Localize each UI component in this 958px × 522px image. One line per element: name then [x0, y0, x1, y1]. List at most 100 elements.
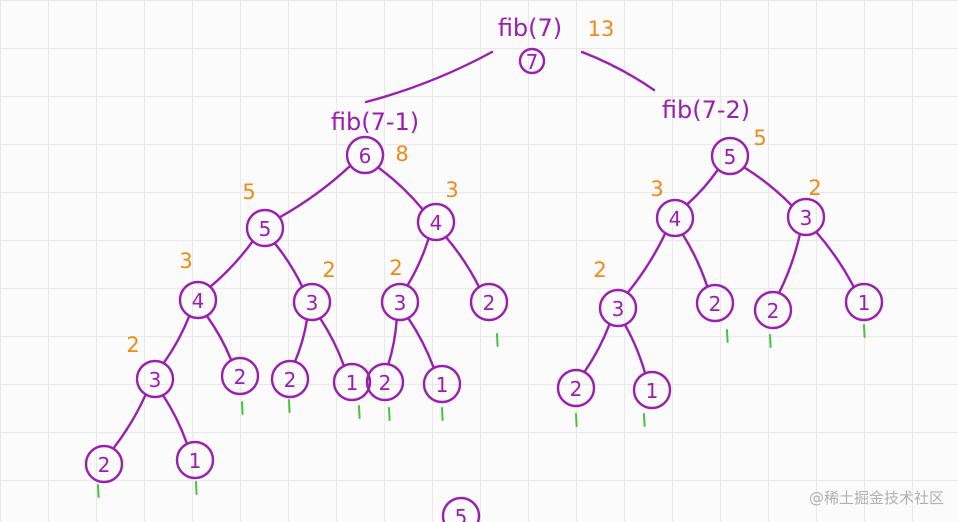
note-R3b: 2: [808, 176, 821, 200]
tree-edges: [112, 50, 856, 450]
node-circle: [556, 368, 596, 408]
tick-R2c: 1: [769, 334, 772, 348]
node-value: 2: [709, 292, 722, 316]
node-circle: [632, 370, 672, 410]
edge-L3a-L2a: [112, 393, 147, 450]
edge-L6-L4b: [376, 166, 425, 211]
tick-R1a: 1: [643, 413, 646, 427]
node-circle: [598, 288, 638, 328]
node-circle: [710, 136, 750, 176]
edge-R4-R3a: [626, 232, 667, 294]
node-value: 5: [259, 217, 272, 241]
node-circle: [695, 283, 735, 323]
node-circle: [416, 202, 456, 242]
node-L2d: 2: [365, 362, 405, 402]
node-bottom5: 5: [441, 496, 481, 522]
edge-L5-L4a: [209, 239, 254, 289]
edge-L4b-L2e: [444, 235, 481, 289]
node-circle: [844, 282, 884, 322]
leaf-tick-mark: [726, 329, 729, 343]
note-L4a: 3: [179, 249, 192, 273]
node-L2a: 2: [84, 444, 124, 484]
edge-R5-R3b: [742, 166, 794, 207]
tick-R2a: 1: [575, 413, 578, 427]
edge-root-call-left-call: [364, 50, 494, 104]
node-R3b: 3: [786, 197, 826, 237]
node-L3b: 3: [292, 282, 332, 322]
edge-L3b-L2c: [293, 318, 309, 363]
node-R2c: 2: [753, 290, 793, 330]
node-L4a: 4: [178, 280, 218, 320]
tick-L2b: 1: [241, 401, 244, 415]
node-L3a: 3: [135, 359, 175, 399]
node-circle: [292, 282, 332, 322]
node-value: 1: [189, 449, 202, 473]
node-n7: 7: [518, 47, 546, 75]
node-value: 3: [306, 291, 319, 315]
tick-L2c: 1: [288, 399, 291, 413]
node-value: 1: [858, 291, 871, 315]
leaf-tick-mark: [643, 413, 646, 427]
node-value: 3: [394, 291, 407, 315]
node-value: 6: [359, 144, 372, 168]
note-L3c: 2: [389, 256, 402, 280]
node-value: 1: [646, 379, 659, 403]
node-value: 2: [284, 368, 297, 392]
node-L3c: 3: [380, 282, 420, 322]
call-label-right-call: fib(7-2): [662, 96, 750, 124]
node-circle: [655, 198, 695, 238]
tick-L2e: 1: [496, 333, 499, 347]
edge-L4a-L3a: [162, 314, 191, 365]
node-R3a: 3: [598, 288, 638, 328]
tick-R1b: 1: [863, 324, 866, 338]
node-circle: [332, 362, 372, 402]
edge-root-call-right-call: [580, 50, 656, 92]
tick-L2d: 1: [388, 407, 391, 421]
note-L3b: 2: [322, 258, 335, 282]
note-L6: 8: [395, 142, 408, 166]
node-value: 5: [455, 505, 468, 522]
node-circle: [245, 208, 285, 248]
edge-L3a-L1a: [161, 393, 189, 446]
edge-R3b-R1b: [814, 230, 856, 289]
note-R4: 3: [650, 177, 663, 201]
node-circle: [345, 135, 385, 175]
node-L2e: 2: [469, 282, 509, 322]
node-value: 2: [234, 365, 247, 389]
leaf-tick-mark: [388, 407, 391, 421]
node-circle: [753, 290, 793, 330]
note-L3a: 2: [126, 333, 139, 357]
node-circle: [175, 440, 215, 480]
edge-R3a-R2a: [583, 322, 611, 374]
node-L2c: 2: [270, 359, 310, 399]
node-circle: [786, 197, 826, 237]
node-circle: [441, 496, 481, 522]
edge-L4a-L2b: [205, 314, 233, 362]
node-value: 2: [570, 377, 583, 401]
node-circle: [135, 359, 175, 399]
edge-L3c-L1c: [407, 316, 435, 370]
node-circle: [469, 282, 509, 322]
node-L4b: 4: [416, 202, 456, 242]
edge-R5-R4: [685, 168, 720, 206]
note-R3a: 2: [593, 258, 606, 282]
node-L1c: 1: [422, 364, 462, 404]
node-L1a: 1: [175, 440, 215, 480]
leaf-tick-mark: [97, 484, 100, 498]
node-circle: [422, 364, 462, 404]
leaf-tick-mark: [288, 399, 291, 413]
leaf-tick-mark: [195, 481, 198, 495]
edge-L3b-L1b: [318, 316, 346, 368]
node-R2b: 2: [695, 283, 735, 323]
node-value: 4: [430, 211, 443, 235]
tick-R2b: 1: [726, 329, 729, 343]
node-R2a: 2: [556, 368, 596, 408]
leaf-tick-mark: [358, 405, 361, 419]
node-value: 7: [526, 50, 539, 74]
node-L1b: 1: [332, 362, 372, 402]
node-value: 3: [612, 297, 625, 321]
leaf-tick-mark: [575, 413, 578, 427]
edge-R3a-R1a: [623, 323, 647, 375]
